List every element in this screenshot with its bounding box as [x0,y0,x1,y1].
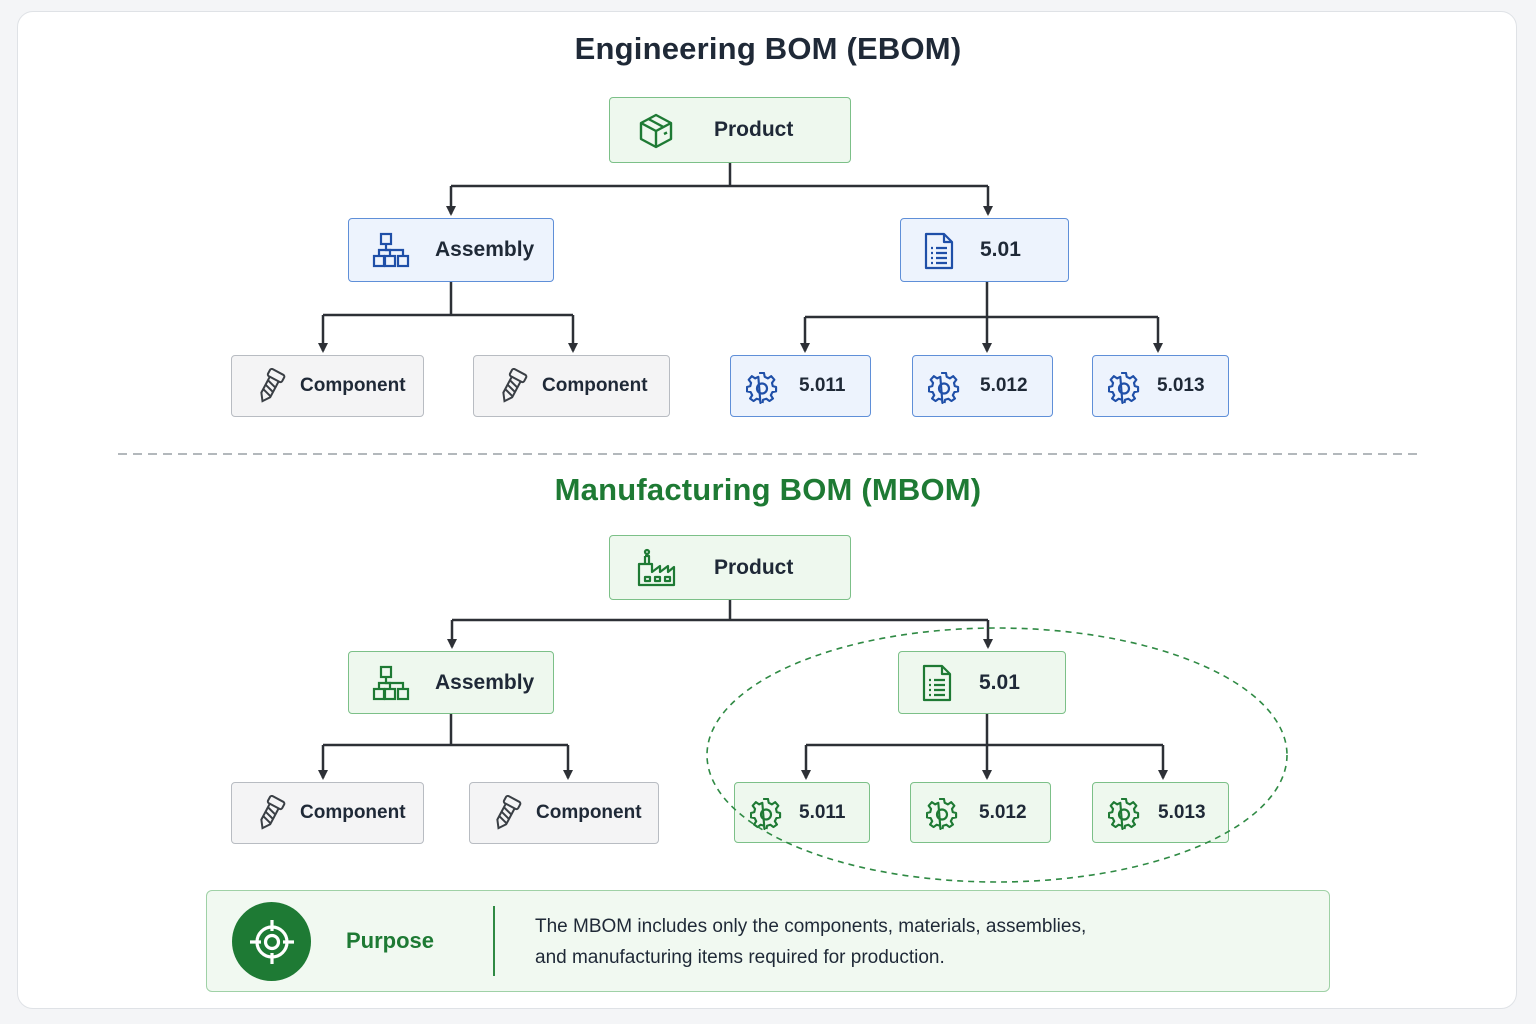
ebom-component-node-1[interactable]: Component [231,355,424,417]
ebom-part-label-2: 5.012 [980,375,1028,396]
mbom-component-node-1[interactable]: Component [231,782,424,844]
ebom-component-label-1: Component [300,375,406,396]
ebom-assembly-node[interactable]: Assembly [348,218,554,282]
ebom-product-label: Product [714,118,794,141]
ebom-part-node-3[interactable]: 5.013 [1092,355,1229,417]
purpose-text-line-2: and manufacturing items required for pro… [535,947,945,968]
mbom-part-label-2: 5.012 [979,801,1027,823]
ebom-component-node-2[interactable]: Component [473,355,670,417]
purpose-title: Purpose [346,928,435,953]
mbom-part-label-3: 5.013 [1158,801,1206,823]
package-box-icon [636,111,676,151]
mbom-component-label-2: Component [536,802,642,823]
mbom-title: Manufacturing BOM (MBOM) [554,472,982,507]
purpose-divider [493,906,495,976]
gear-icon [927,371,961,405]
mbom-assembly-label: Assembly [435,670,535,694]
screw-icon [252,368,288,406]
assembly-blocks-icon [371,664,411,704]
gear-icon [925,797,959,831]
target-crosshair-icon [232,902,311,981]
document-list-icon [917,663,957,703]
gear-icon [1107,797,1141,831]
ebom-document-label: 5.01 [980,238,1021,261]
gear-icon [1107,371,1141,405]
mbom-part-node-3[interactable]: 5.013 [1092,782,1229,843]
document-list-icon [919,231,959,271]
ebom-part-label-3: 5.013 [1157,375,1205,396]
gear-icon [745,371,779,405]
screw-icon [252,795,288,833]
ebom-part-label-1: 5.011 [799,375,846,396]
screw-icon [494,368,530,406]
purpose-description: The MBOM includes only the components, m… [535,911,1235,973]
mbom-assembly-node[interactable]: Assembly [348,651,554,714]
purpose-text-line-1: The MBOM includes only the components, m… [535,916,1087,937]
mbom-part-node-1[interactable]: 5.011 [734,782,870,843]
ebom-assembly-label: Assembly [435,238,535,261]
purpose-panel: Purpose The MBOM includes only the compo… [206,890,1330,992]
ebom-part-node-2[interactable]: 5.012 [912,355,1053,417]
ebom-title: Engineering BOM (EBOM) [574,31,962,66]
mbom-component-node-2[interactable]: Component [469,782,659,844]
mbom-product-node[interactable]: Product [609,535,851,600]
mbom-component-label-1: Component [300,802,406,823]
mbom-part-node-2[interactable]: 5.012 [910,782,1051,843]
screw-icon [488,795,524,833]
gear-icon [749,797,783,831]
mbom-product-label: Product [714,555,794,579]
assembly-blocks-icon [371,231,411,271]
ebom-part-node-1[interactable]: 5.011 [730,355,871,417]
factory-icon [636,548,676,588]
ebom-component-label-2: Component [542,375,648,396]
mbom-document-label: 5.01 [979,670,1020,694]
ebom-product-node[interactable]: Product [609,97,851,163]
mbom-document-node[interactable]: 5.01 [898,651,1066,714]
mbom-part-label-1: 5.011 [799,801,846,823]
ebom-document-node[interactable]: 5.01 [900,218,1069,282]
